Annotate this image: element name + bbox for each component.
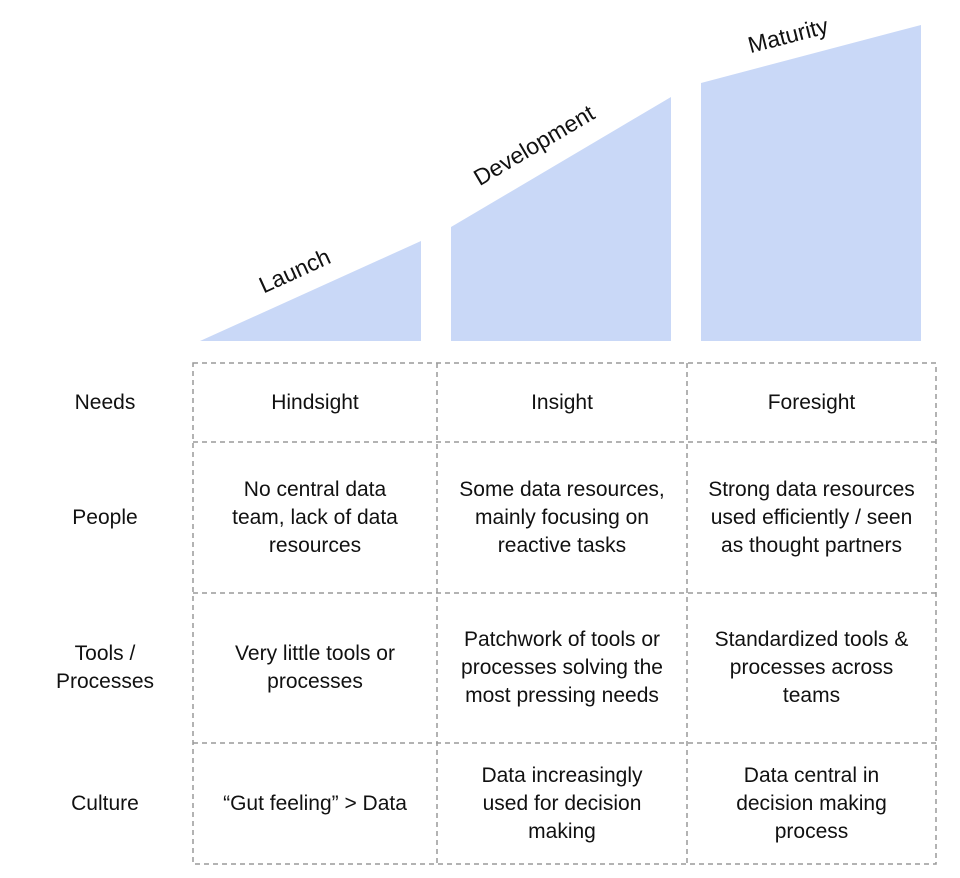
- cell-people-launch: No central data team, lack of data resou…: [232, 477, 398, 557]
- cell-people-maturity: Strong data resources used efficiently /…: [708, 477, 915, 557]
- grid-border: [192, 362, 937, 865]
- maturity-wedge: [701, 25, 921, 341]
- row-label-needs: Needs: [74, 390, 136, 414]
- cell-tools-launch: Very little tools or processes: [235, 642, 395, 693]
- development-wedge: [451, 97, 671, 341]
- cell-needs-launch: Hindsight: [271, 390, 359, 414]
- cell-culture-development: Data increasingly used for decision maki…: [481, 763, 643, 843]
- launch-wedge: [200, 241, 421, 341]
- row-label-tools-processes: Tools / Processes: [55, 642, 155, 693]
- cell-needs-maturity: Foresight: [767, 390, 856, 414]
- cell-culture-launch: “Gut feeling” > Data: [223, 791, 407, 815]
- row-label-culture: Culture: [71, 791, 139, 815]
- row-label-people: People: [72, 505, 138, 529]
- cell-needs-development: Insight: [531, 390, 593, 414]
- maturity-stages: Launch Development Maturity: [200, 12, 921, 341]
- cell-people-development: Some data resources, mainly focusing on …: [459, 477, 665, 557]
- cell-tools-maturity: Standardized tools & processes across te…: [714, 628, 909, 707]
- cell-culture-maturity: Data central in decision making process: [736, 763, 887, 843]
- cell-tools-development: Patchwork of tools or processes solving …: [461, 628, 663, 707]
